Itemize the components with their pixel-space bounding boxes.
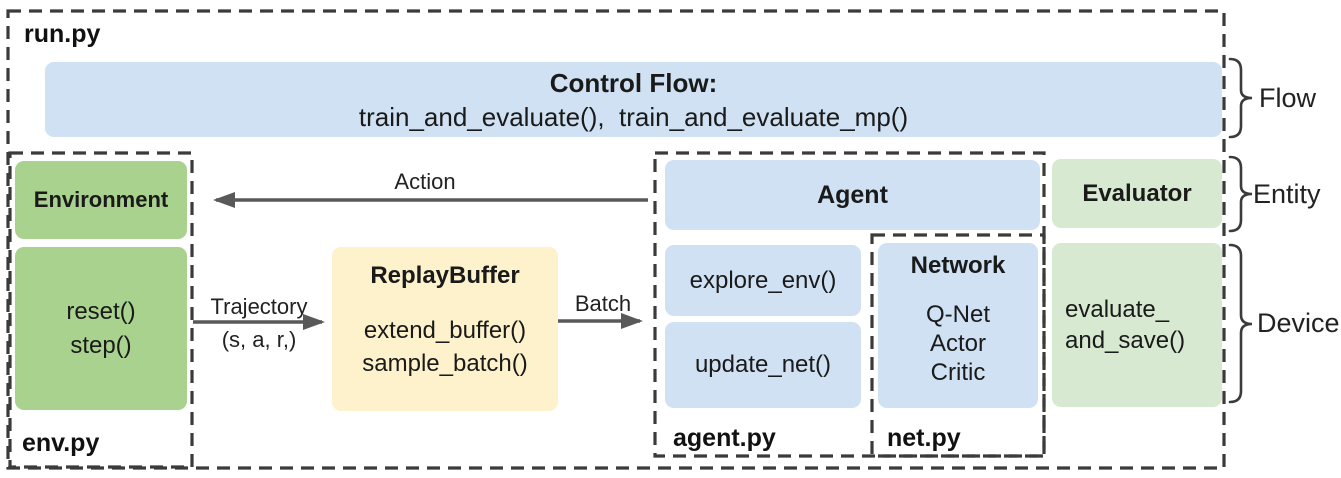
network-item-qnet: Q-Net [925, 301, 990, 328]
control-flow-functions: train_and_evaluate(), train_and_evaluate… [358, 101, 909, 132]
agent-method-explore-box: explore_env() [665, 245, 861, 316]
replay-buffer-method-extend: extend_buffer() [363, 317, 527, 344]
flow-brace [1228, 57, 1253, 139]
trajectory-arrow-label: Trajectory [210, 294, 308, 319]
replay-buffer-method-sample: sample_batch() [362, 350, 528, 377]
evaluator-method-line2: and_save() [1065, 327, 1186, 354]
network-item-critic: Critic [930, 359, 986, 386]
agent-box: Agent [665, 160, 1040, 230]
environment-methods-box: reset() step() [15, 247, 187, 410]
replay-buffer-box: ReplayBuffer extend_buffer() sample_batc… [332, 247, 558, 411]
environment-box: Environment [15, 161, 187, 239]
evaluator-method-line1: evaluate_ [1065, 296, 1170, 323]
network-item-actor: Actor [929, 330, 986, 357]
legend-entity-label: Entity [1253, 179, 1321, 209]
network-box: Network Q-Net Actor Critic [878, 243, 1038, 408]
trajectory-tuple-label: (s, a, r,) [221, 327, 297, 352]
agent-module-label: agent.py [673, 424, 776, 452]
evaluator-box: Evaluator [1052, 159, 1222, 228]
entity-brace [1228, 155, 1253, 233]
evaluator-method-box: evaluate_ and_save() [1052, 243, 1222, 407]
replay-buffer-title: ReplayBuffer [370, 262, 520, 289]
control-flow-title: Control Flow: [549, 67, 718, 98]
action-arrow-label: Action [394, 169, 456, 194]
env-module-label: env.py [22, 429, 100, 457]
run-module-label: run.py [24, 20, 101, 48]
batch-arrow-label: Batch [574, 291, 632, 316]
legend-flow-label: Flow [1259, 83, 1317, 113]
network-title: Network [910, 252, 1006, 279]
legend-device-label: Device [1257, 308, 1340, 338]
agent-method-update-box: update_net() [665, 322, 861, 408]
environment-method-step: step() [70, 331, 132, 359]
control-flow-banner: Control Flow: train_and_evaluate(), trai… [45, 62, 1222, 137]
environment-method-reset: reset() [66, 297, 136, 325]
net-module-label: net.py [887, 424, 961, 452]
device-brace [1228, 243, 1253, 404]
